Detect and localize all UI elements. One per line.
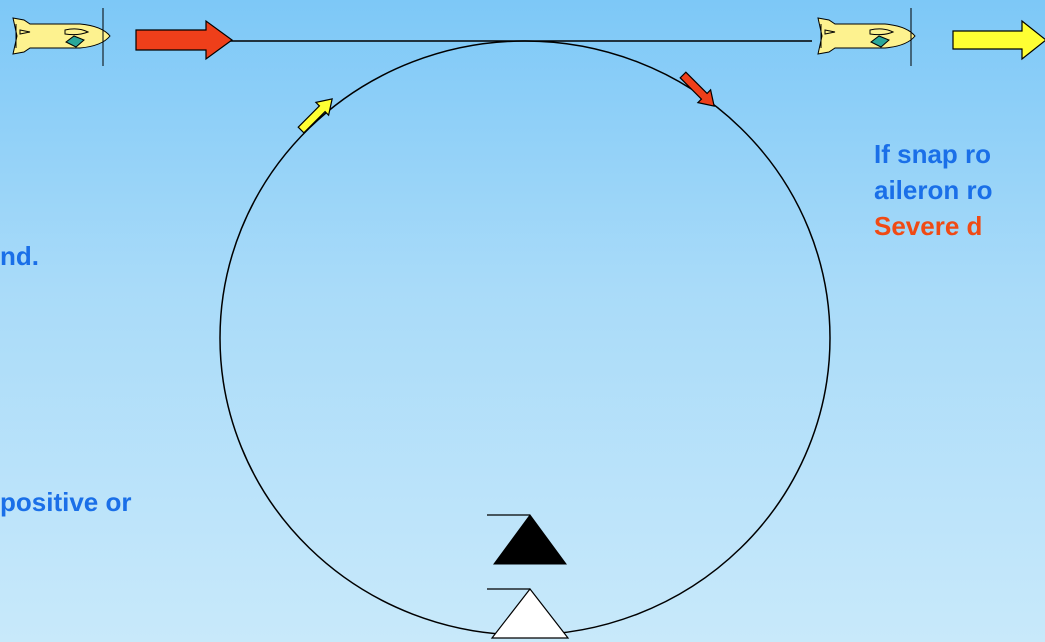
red-arrow-icon (136, 21, 232, 59)
airplane-icon (818, 8, 915, 66)
right-text-line-1: If snap ro (874, 136, 992, 172)
left-text-line-2: positive or (0, 484, 131, 520)
open-triangle-icon (492, 589, 568, 638)
right-text-line-3: Severe d (874, 208, 992, 244)
red-arrow-icon (677, 69, 721, 113)
right-text-block: If snap ro aileron ro Severe d (874, 136, 992, 244)
yellow-arrow-icon (953, 21, 1045, 59)
left-text-line-1: nd. (0, 238, 39, 274)
filled-triangle-icon (494, 515, 566, 564)
yellow-arrow-icon (295, 92, 339, 136)
airplane-icon (13, 8, 110, 66)
right-text-line-2: aileron ro (874, 172, 992, 208)
